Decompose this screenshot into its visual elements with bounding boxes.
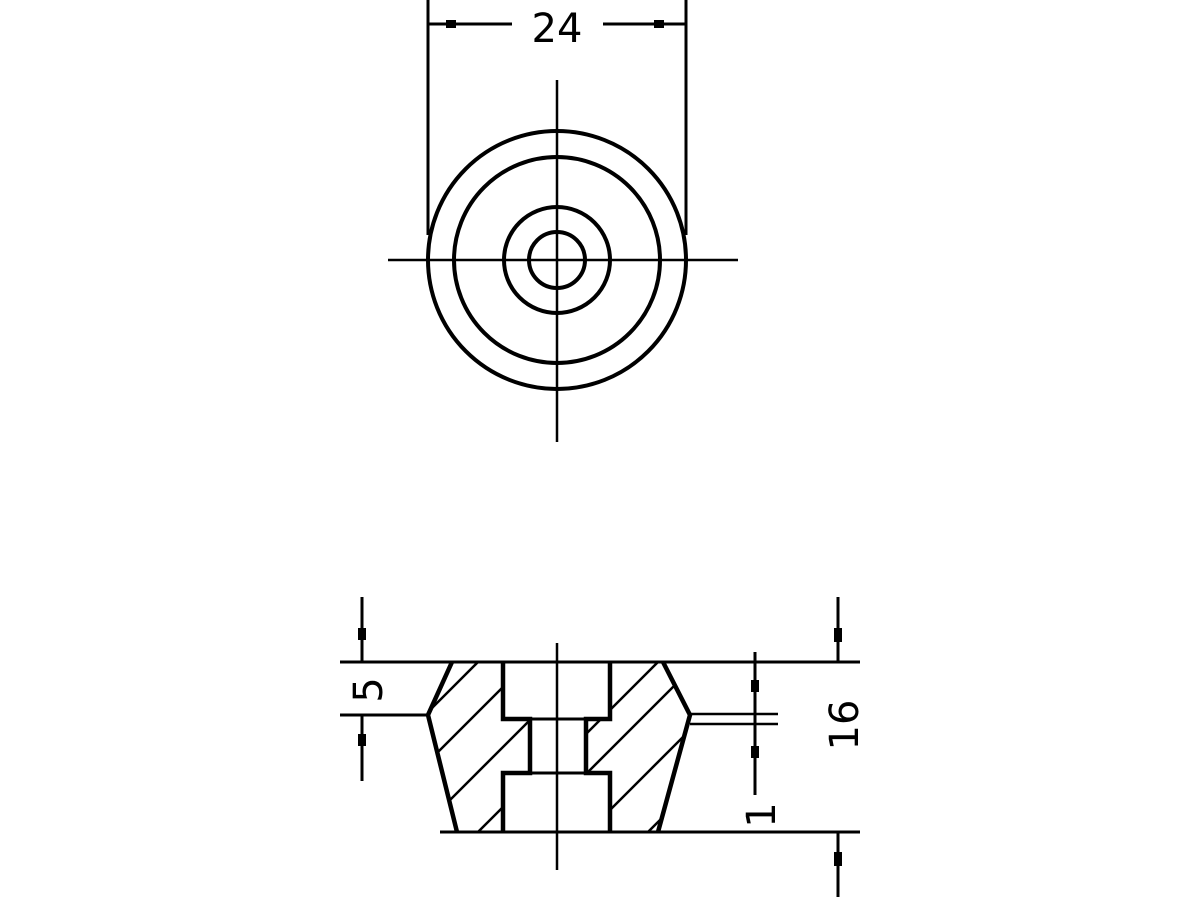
dim5-arrow-top (358, 628, 366, 640)
dimension-label-5: 5 (346, 677, 392, 702)
arrow-marker-left (446, 20, 456, 28)
dim16-arrow-bottom (834, 852, 842, 866)
dimension-label-16: 16 (822, 700, 868, 751)
outline-left (425, 661, 460, 833)
dim1-arrow-bottom (751, 746, 759, 758)
second-circle (452, 155, 662, 365)
dim16-arrow-top (834, 628, 842, 642)
dim1-arrow-top (751, 680, 759, 692)
arrow-marker-right (654, 20, 664, 28)
outer-circle (426, 129, 688, 391)
inner-circle (527, 230, 587, 290)
dimension-label-24: 24 (532, 6, 583, 52)
bore-right (583, 662, 613, 832)
third-circle (502, 205, 612, 315)
bore-left (500, 662, 533, 832)
section-view (340, 597, 860, 897)
hatch-right (586, 662, 690, 832)
dim5-arrow-bottom (358, 734, 366, 746)
top-view (388, 0, 738, 442)
dimension-label-1: 1 (739, 802, 785, 827)
